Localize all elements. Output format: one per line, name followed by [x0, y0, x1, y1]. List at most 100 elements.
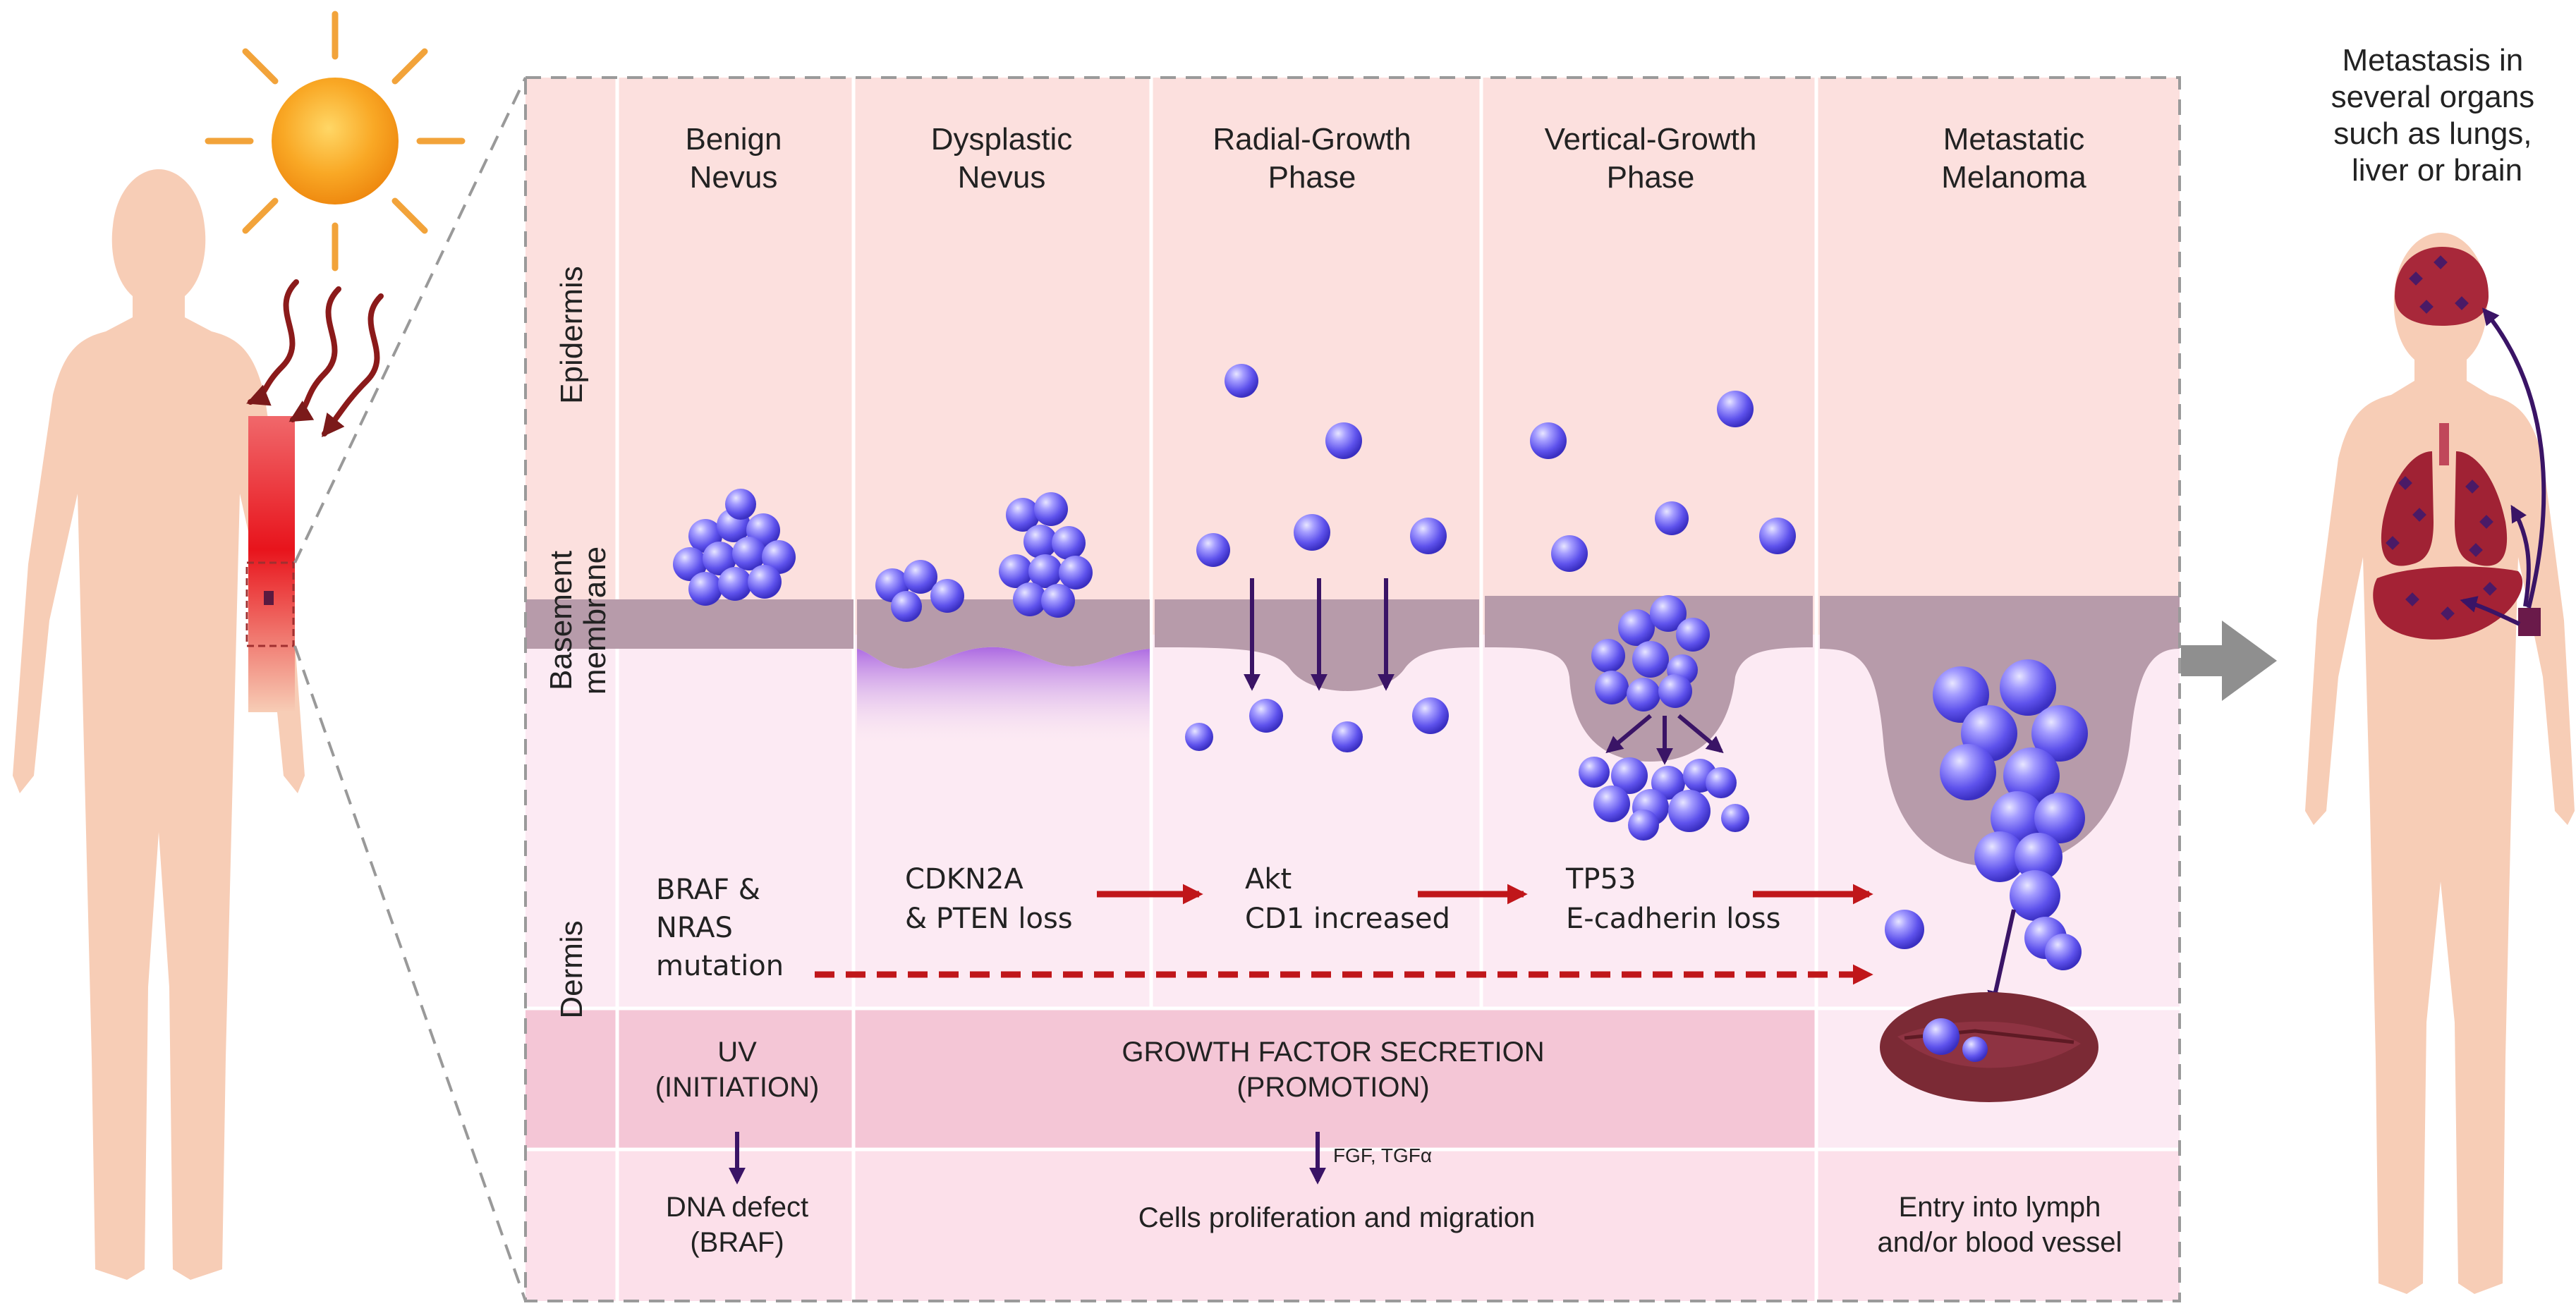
tumor-cell — [1632, 641, 1669, 678]
basement-membrane-label: Basementmembrane — [544, 546, 612, 695]
metastasis-spot — [2483, 582, 2497, 596]
tumor-cell — [1591, 639, 1625, 673]
metastasis-spots — [2386, 255, 2497, 621]
tumor-cell — [2000, 659, 2056, 716]
progression-arrows — [815, 884, 1873, 985]
tumor-cell — [999, 554, 1033, 588]
primary-lesion — [2518, 608, 2541, 636]
lesion-spot — [264, 591, 274, 605]
tumor-cell — [1185, 723, 1213, 751]
liver-organ — [2373, 566, 2523, 640]
tumor-cell — [2034, 793, 2085, 843]
tumor-cell — [1668, 790, 1711, 832]
tumor-cell — [1028, 554, 1062, 588]
tumor-cell — [762, 540, 796, 574]
metastasis-caption: Metastasis in several organs such as lun… — [2331, 43, 2544, 188]
metastasis-spot — [2405, 592, 2419, 606]
blood-vessel — [1880, 992, 2098, 1102]
metastasis-spot — [2398, 476, 2412, 490]
tumor-cell — [1706, 767, 1737, 798]
tumor-cell — [1059, 556, 1093, 590]
tumor-cell — [1332, 721, 1363, 752]
tumor-cell — [1196, 533, 1230, 567]
tumor-cell — [891, 591, 922, 622]
trachea — [2439, 423, 2449, 465]
tumor-cell — [1041, 584, 1075, 618]
panel-border — [524, 76, 2181, 1302]
metastasis-spot — [2479, 515, 2493, 529]
invasion-arrows — [1244, 578, 2016, 1008]
tumor-cell — [1650, 595, 1687, 632]
vessel-tumor-cell — [1962, 1037, 1988, 1062]
left-body-figure — [13, 169, 305, 1280]
tumor-cell — [1412, 697, 1449, 734]
tumor-cell — [2003, 747, 2060, 804]
right-human-silhouette — [2305, 233, 2575, 1294]
tumor-cell — [748, 565, 782, 599]
dysplastic-membrane — [857, 599, 1150, 669]
tumor-cell — [1551, 535, 1588, 572]
tumor-cell — [1579, 757, 1610, 788]
tumor-cell — [1717, 391, 1754, 427]
tumor-cell — [673, 547, 707, 581]
sun-icon — [205, 11, 466, 271]
left-human-silhouette — [13, 169, 305, 1280]
tumor-cell — [688, 572, 722, 606]
epidermis-label: Epidermis — [554, 266, 589, 404]
tumor-cell — [1655, 501, 1689, 535]
dermis-label: Dermis — [554, 920, 589, 1018]
tumor-cell — [732, 537, 766, 570]
metastasis-spot — [2412, 508, 2426, 522]
tumor-cell — [703, 542, 736, 575]
tumor-cell — [1052, 526, 1086, 560]
tumor-cell — [1593, 786, 1630, 822]
zoom-box — [245, 561, 295, 647]
tumor-cell — [1721, 804, 1749, 832]
growth-factors-label: FGF, TGFα — [1333, 1144, 1432, 1166]
growth-band — [525, 1008, 1816, 1149]
metastasis-arrows — [2460, 307, 2546, 626]
tumor-cell — [1940, 744, 1996, 800]
uv-ray-arrows — [246, 279, 384, 437]
metastasis-spot — [2455, 296, 2469, 310]
left-lung-organ — [2381, 451, 2434, 566]
metastasis-spot — [2386, 536, 2400, 550]
tumor-cell — [1023, 525, 1057, 558]
tumor-cell — [718, 567, 752, 601]
tumor-cell — [1974, 831, 2025, 882]
layer-labels: Epidermis Basementmembrane Dermis — [544, 266, 612, 1018]
metastasis-spot — [2465, 480, 2479, 494]
tumor-cell — [2045, 934, 2082, 970]
sunburn-area — [248, 416, 295, 712]
metastasis-spot — [2434, 255, 2448, 269]
zoom-lines — [293, 77, 527, 1302]
tumor-cell — [1410, 518, 1447, 554]
tumor-cell — [1618, 609, 1655, 646]
tumor-cell — [1249, 699, 1283, 733]
vessel-tumor-cell — [1923, 1018, 1960, 1055]
tumor-cell — [1294, 514, 1330, 551]
right-body-figure — [2305, 233, 2575, 1294]
tumor-cell — [1885, 910, 1924, 949]
dysplastic-gradient — [857, 647, 1150, 747]
right-lung-organ — [2455, 451, 2508, 566]
tumor-cell — [1595, 671, 1629, 704]
tumor-cell — [1627, 678, 1660, 712]
progression-gray-arrow — [2181, 621, 2277, 701]
tumor-cell — [1034, 492, 1068, 526]
metastasis-spot — [2419, 300, 2434, 314]
tumor-cell — [1676, 618, 1710, 652]
uv-initiation-label: UV(INITIATION) — [655, 1037, 820, 1103]
metastasis-spot — [2409, 271, 2423, 286]
